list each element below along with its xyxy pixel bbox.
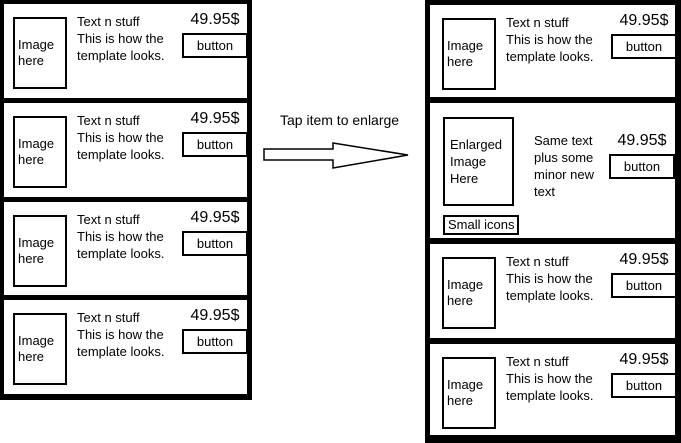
image-placeholder-label: Image here (447, 377, 484, 408)
image-placeholder-label: Image here (18, 234, 55, 266)
product-card[interactable]: Image here Text n stuff This is how the … (430, 244, 678, 338)
right-block-arrow-icon (263, 142, 409, 169)
price-label: 49.95$ (619, 251, 669, 268)
description-line: template looks. (506, 288, 594, 303)
product-description: Same text plus some minor new text (534, 132, 610, 238)
product-description: Text n stuff This is how the template lo… (77, 211, 183, 296)
description-line: minor new (534, 167, 594, 182)
price-label: 49.95$ (619, 12, 669, 29)
image-placeholder-label: Enlarged Image Here (450, 137, 503, 186)
image-placeholder-label: Image here (447, 277, 484, 308)
product-card[interactable]: Image here Text n stuff This is how the … (430, 5, 678, 97)
description-line: This is how the (506, 32, 593, 47)
price-button-group: 49.95$ button (181, 307, 249, 394)
image-placeholder: Image here (13, 17, 67, 89)
product-card[interactable]: Image here Text n stuff This is how the … (4, 4, 249, 98)
item-button[interactable]: button (181, 230, 249, 256)
small-icons-bar[interactable]: Small icons (443, 215, 520, 235)
description-line: Text n stuff (77, 310, 140, 326)
description-line: This is how the (506, 371, 593, 386)
item-button[interactable]: button (608, 154, 676, 179)
description-line: This is how the (77, 129, 164, 145)
item-button[interactable]: button (181, 329, 249, 355)
price-button-group: 49.95$ button (181, 109, 249, 197)
item-button[interactable]: button (610, 373, 678, 398)
price-button-group: 49.95$ button (608, 132, 676, 238)
enlarged-image-group: Enlarged Image Here Small icons (443, 117, 520, 238)
price-label: 49.95$ (190, 208, 240, 226)
description-line: template looks. (77, 245, 165, 261)
product-description: Text n stuff This is how the template lo… (506, 253, 612, 338)
price-label: 49.95$ (617, 132, 667, 149)
product-description: Text n stuff This is how the template lo… (77, 112, 183, 197)
description-line: Text n stuff (506, 254, 569, 269)
description-line: Text n stuff (77, 112, 140, 128)
enlarged-image-placeholder: Enlarged Image Here (443, 117, 514, 206)
item-button[interactable]: button (181, 131, 249, 157)
image-placeholder: Image here (13, 115, 67, 188)
image-placeholder: Image here (442, 257, 496, 329)
product-description: Text n stuff This is how the template lo… (506, 14, 612, 97)
description-line: plus some (534, 150, 594, 165)
image-placeholder: Image here (442, 357, 496, 429)
description-line: Same text (534, 133, 593, 148)
description-line: template looks. (77, 146, 165, 162)
product-card-enlarged[interactable]: Enlarged Image Here Small icons Same tex… (430, 103, 676, 238)
price-label: 49.95$ (190, 11, 240, 28)
price-button-group: 49.95$ button (610, 12, 678, 97)
item-button[interactable]: button (610, 34, 678, 59)
price-button-group: 49.95$ button (610, 351, 678, 435)
image-placeholder: Image here (13, 313, 67, 386)
product-description: Text n stuff This is how the template lo… (77, 13, 183, 98)
description-line: Text n stuff (77, 14, 140, 29)
product-card[interactable]: Image here Text n stuff This is how the … (4, 102, 249, 197)
description-line: This is how the (506, 271, 593, 286)
description-line: template looks. (77, 344, 165, 360)
price-label: 49.95$ (190, 307, 240, 325)
description-line: template looks. (77, 48, 165, 63)
price-button-group: 49.95$ button (181, 208, 249, 296)
product-card[interactable]: Image here Text n stuff This is how the … (430, 344, 678, 435)
arrow-caption: Tap item to enlarge (280, 112, 400, 128)
image-placeholder: Image here (442, 18, 496, 90)
item-button[interactable]: button (610, 273, 678, 298)
description-line: template looks. (506, 49, 594, 64)
image-placeholder-label: Image here (447, 38, 484, 69)
item-button[interactable]: button (181, 33, 249, 58)
image-placeholder-label: Image here (18, 135, 55, 167)
image-placeholder: Image here (13, 214, 67, 287)
product-description: Text n stuff This is how the template lo… (77, 309, 183, 394)
description-line: Text n stuff (506, 354, 569, 369)
price-button-group: 49.95$ button (610, 251, 678, 338)
price-button-group: 49.95$ button (181, 11, 249, 98)
description-line: template looks. (506, 388, 594, 403)
image-placeholder-label: Image here (18, 37, 55, 68)
description-line: This is how the (77, 228, 164, 244)
description-line: Text n stuff (77, 211, 140, 227)
image-placeholder-label: Image here (18, 333, 55, 365)
description-line: This is how the (77, 31, 164, 46)
description-line: This is how the (77, 327, 164, 343)
description-line: Text n stuff (506, 15, 569, 30)
price-label: 49.95$ (619, 351, 669, 368)
product-card[interactable]: Image here Text n stuff This is how the … (4, 201, 249, 296)
product-card[interactable]: Image here Text n stuff This is how the … (4, 300, 249, 394)
price-label: 49.95$ (190, 109, 240, 127)
description-line: text (534, 184, 555, 199)
product-description: Text n stuff This is how the template lo… (506, 353, 612, 435)
product-list-after: Image here Text n stuff This is how the … (425, 0, 681, 443)
product-list-before: Image here Text n stuff This is how the … (0, 0, 252, 400)
